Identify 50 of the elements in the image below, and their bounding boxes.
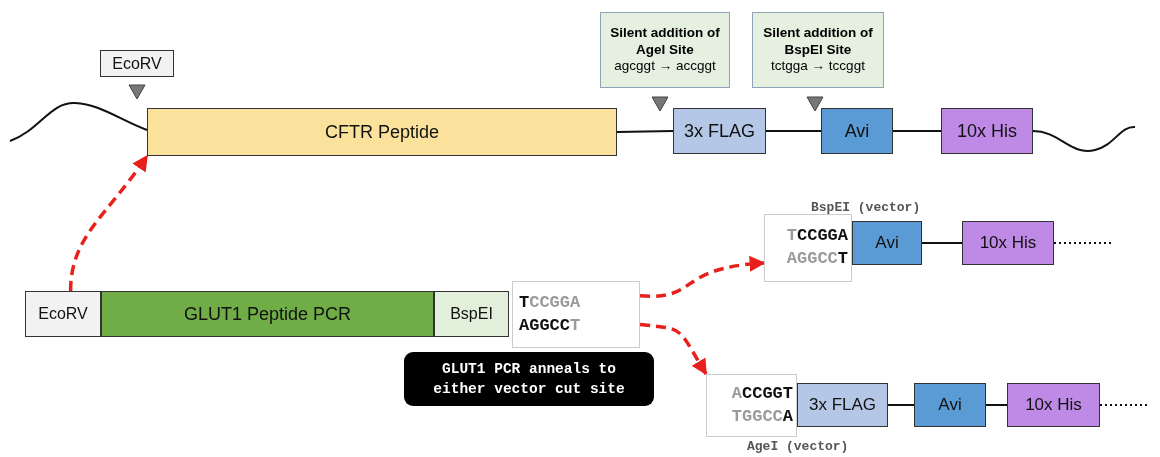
sequence-text: TGGCCA [731, 405, 793, 428]
construct-segment [941, 108, 1033, 154]
segment-label: BspEI [450, 305, 493, 323]
connector-line [921, 242, 963, 244]
segment-label: 3x FLAG [684, 120, 755, 142]
construct-segment [100, 50, 174, 77]
callout-box [404, 352, 654, 406]
callout-text: GLUT1 PCR anneals to either vector cut site [432, 359, 626, 399]
construct-segment [1007, 383, 1100, 427]
dashed-arrow [639, 256, 766, 298]
construct-segment [673, 108, 766, 154]
construct-segment [101, 291, 434, 337]
sticky-end-box [512, 281, 640, 348]
sequence-text: TCCGGA [786, 225, 848, 248]
connector-line [887, 404, 915, 406]
segment-label: 10x His [1025, 395, 1082, 415]
annotation-box [752, 12, 884, 88]
segment-label: Avi [875, 233, 899, 253]
construct-segment [962, 221, 1054, 265]
segment-label: EcoRV [112, 54, 162, 73]
segment-label: 3x FLAG [808, 395, 877, 415]
dashed-arrow [639, 322, 708, 376]
segment-label: GLUT1 Peptide PCR [183, 303, 352, 325]
construct-segment [852, 221, 922, 265]
sequence-change-text: agcggt → accggt [614, 58, 716, 76]
connector-line [616, 130, 674, 133]
construct-segment [25, 291, 101, 337]
segment-label: Avi [844, 120, 870, 142]
segment-label: CFTR Peptide [324, 121, 439, 143]
segment-label: 10x His [979, 233, 1037, 253]
sequence-text: TCCGGA [519, 291, 581, 314]
connector-line [765, 130, 822, 132]
sequence-change-text: tctgga → tccggt [771, 58, 865, 76]
segment-label: 10x His [957, 120, 1017, 142]
construct-segment [434, 291, 509, 337]
connector-line [985, 404, 1008, 406]
sequence-text: AGGCCT [786, 248, 848, 270]
site-caption: AgeI (vector) [747, 438, 849, 456]
construct-segment [914, 383, 986, 427]
construct-segment [797, 383, 888, 427]
annotation-box [600, 12, 730, 88]
segment-label: EcoRV [38, 305, 88, 323]
dashed-arrow [68, 154, 149, 292]
sequence-text: AGGCCT [519, 314, 581, 337]
segment-label: Avi [938, 395, 962, 415]
sequence-text: ACCGGT [731, 382, 793, 405]
construct-segment [147, 108, 617, 156]
connector-line [892, 130, 942, 132]
construct-segment [821, 108, 893, 154]
site-caption: BspEI (vector) [811, 199, 921, 217]
